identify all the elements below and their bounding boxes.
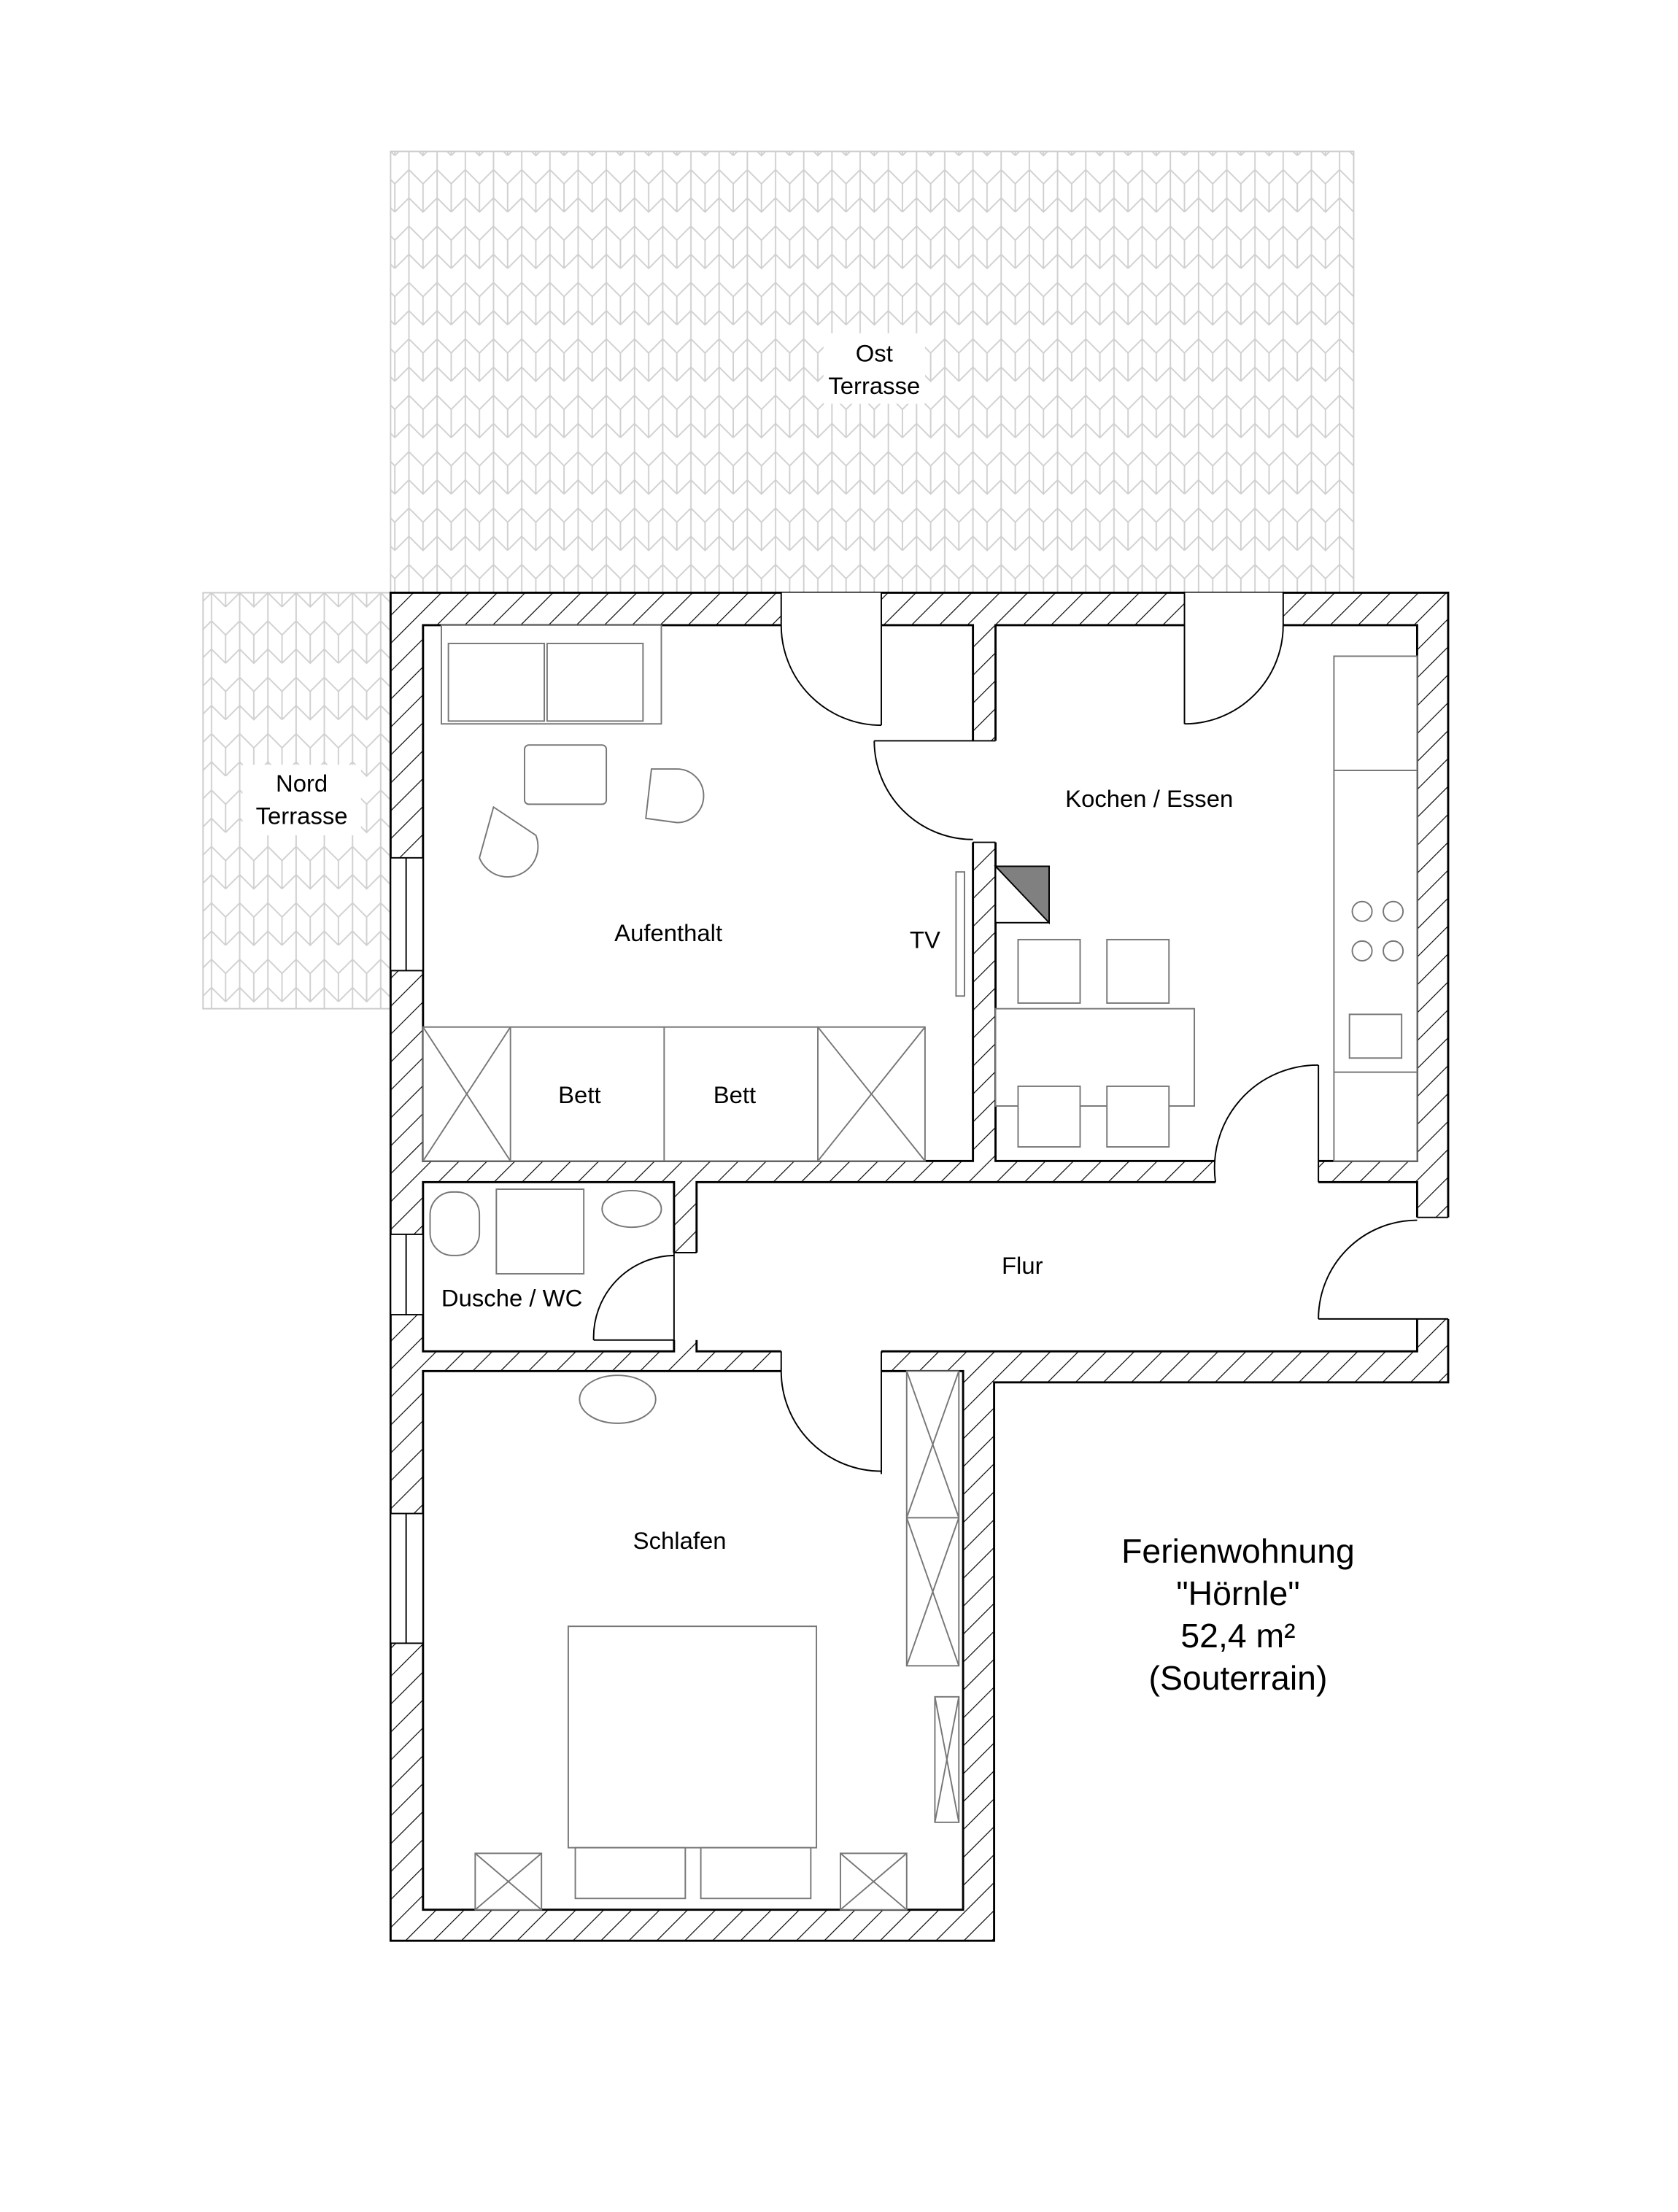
- room-label-schlafen: Schlafen: [633, 1527, 727, 1554]
- room-label-flur: Flur: [1002, 1252, 1043, 1279]
- nord-terrasse-label-2: Terrasse: [256, 802, 348, 829]
- kitchen-counter: [1333, 655, 1418, 1162]
- nord-terrasse-label: Nord: [276, 770, 328, 797]
- double-bed: [567, 1625, 818, 1900]
- sink-icon: [601, 1190, 662, 1229]
- room-label-dusche: Dusche / WC: [441, 1284, 582, 1311]
- wardrobe: [905, 1370, 960, 1823]
- sink-icon: [579, 1374, 657, 1424]
- sofa-beds: [422, 1026, 926, 1162]
- chimney-icon: [994, 865, 1050, 925]
- bett-label: Bett: [558, 1081, 600, 1108]
- toilet-icon: [429, 1191, 481, 1256]
- bett-label: Bett: [714, 1081, 756, 1108]
- ost-terrasse-label: Ost: [856, 339, 893, 366]
- dining-set: [994, 938, 1196, 1148]
- apartment-subtitle: "Hörnle": [1176, 1574, 1300, 1612]
- apartment-level: (Souterrain): [1149, 1659, 1328, 1697]
- nightstands: [474, 1852, 908, 1911]
- tv-icon: [955, 871, 965, 997]
- armchair: [645, 768, 705, 824]
- coffee-table: [524, 744, 608, 805]
- room-label-aufenthalt: Aufenthalt: [614, 919, 722, 946]
- room-label-kochen: Kochen / Essen: [1065, 785, 1233, 812]
- tv-label: TV: [910, 927, 940, 954]
- ost-terrasse-label-2: Terrasse: [828, 372, 920, 399]
- windows: [390, 856, 424, 1644]
- room-flur: [695, 1180, 1418, 1353]
- armchair: [479, 805, 539, 878]
- sofa: [440, 624, 662, 725]
- apartment-area: 52,4 m²: [1180, 1617, 1295, 1655]
- shower-icon: [495, 1188, 585, 1275]
- doors: [592, 592, 1450, 1474]
- apartment-name: Ferienwohnung: [1121, 1532, 1355, 1570]
